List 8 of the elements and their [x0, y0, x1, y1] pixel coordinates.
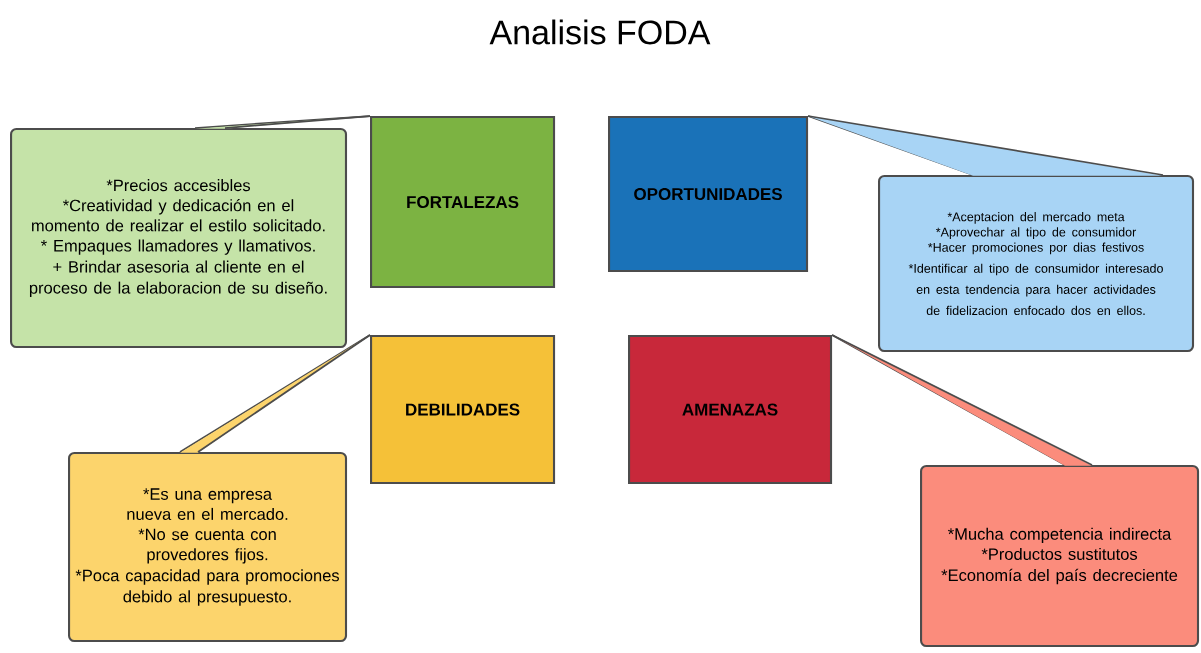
- title: Analisis FODA: [489, 19, 711, 45]
- opportunity-box: OPORTUNIDADES: [608, 116, 809, 273]
- threat-box: AMENAZAS: [628, 335, 833, 485]
- strength-box: FORTALEZAS: [370, 116, 556, 289]
- weakness-box: DEBILIDADES: [370, 335, 556, 485]
- callout-tail: [179, 334, 371, 453]
- callout-box: *Mucha competencia indirecta *Productos sustitutos *Economía del país decreciente: [920, 465, 1200, 648]
- callout-tail: [194, 115, 371, 129]
